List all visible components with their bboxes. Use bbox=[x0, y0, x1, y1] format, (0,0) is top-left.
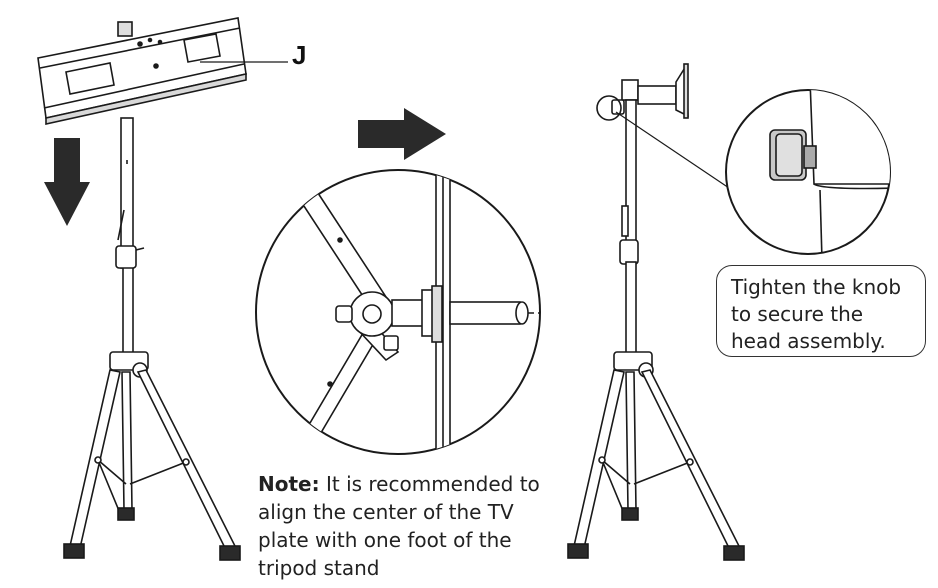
tripod-stand-left bbox=[63, 117, 241, 561]
knob-detail-circle bbox=[725, 89, 891, 255]
tighten-knob-callout: Tighten the knob to secure the head asse… bbox=[716, 265, 926, 357]
part-label-j: J bbox=[292, 40, 307, 70]
tripod-stand-right bbox=[567, 63, 745, 561]
note-body: It is recommended to align the center of… bbox=[258, 472, 540, 580]
note-prefix: Note: bbox=[258, 472, 320, 496]
zoom-detail-circle bbox=[255, 169, 541, 455]
down-arrow-icon bbox=[44, 138, 90, 226]
note-text: Note: It is recommended to align the cen… bbox=[258, 470, 558, 582]
right-arrow-icon bbox=[358, 108, 446, 160]
callout-leader-line bbox=[615, 111, 733, 191]
tv-mounting-plate-j bbox=[37, 17, 247, 125]
callout-text: Tighten the knob to secure the head asse… bbox=[731, 275, 902, 353]
